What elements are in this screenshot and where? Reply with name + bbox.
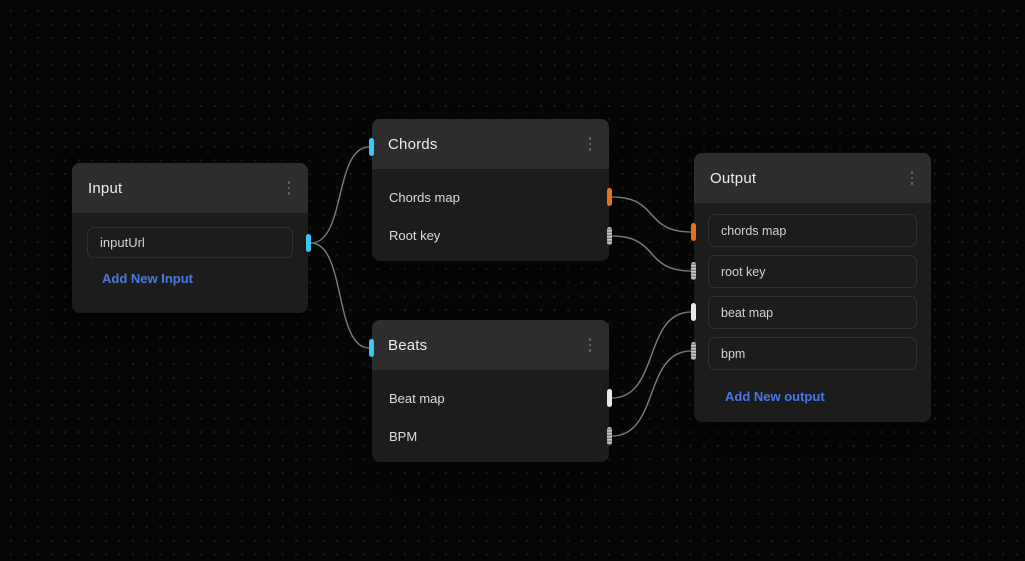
node-input-header[interactable]: Input: [72, 163, 308, 213]
input-url-field[interactable]: inputUrl: [87, 227, 293, 258]
port-chords-input[interactable]: [369, 138, 374, 156]
node-output: Output chords map root key beat map bpm …: [691, 153, 931, 422]
node-input: Input inputUrl Add New Input: [72, 163, 311, 313]
port-input-output[interactable]: [306, 234, 311, 252]
port-beats-input[interactable]: [369, 339, 374, 357]
port-beat-map-output[interactable]: [607, 389, 612, 407]
node-title: Beats: [388, 336, 428, 354]
port-chords-map-output[interactable]: [607, 188, 612, 206]
kebab-menu-icon[interactable]: [909, 167, 916, 189]
beat-map-field[interactable]: beat map: [708, 296, 917, 329]
node-title: Input: [88, 179, 123, 197]
bpm-field[interactable]: bpm: [708, 337, 917, 370]
root-key-field[interactable]: root key: [708, 255, 917, 288]
chords-map-row: Chords map: [389, 189, 460, 205]
node-output-header[interactable]: Output: [694, 153, 931, 203]
port-bpm-output[interactable]: [607, 427, 612, 445]
node-beats: Beats Beat map BPM: [369, 320, 612, 462]
node-title: Output: [710, 169, 757, 187]
port-root-key-output[interactable]: [607, 227, 612, 245]
beat-map-row: Beat map: [389, 390, 445, 406]
root-key-row: Root key: [389, 227, 441, 243]
node-beats-header[interactable]: Beats: [372, 320, 609, 370]
add-new-input-button[interactable]: Add New Input: [102, 271, 193, 286]
kebab-menu-icon[interactable]: [587, 133, 594, 155]
node-title: Chords: [388, 135, 438, 153]
add-new-output-button[interactable]: Add New output: [725, 389, 825, 404]
chords-map-field[interactable]: chords map: [708, 214, 917, 247]
port-output-bpm-input[interactable]: [691, 342, 696, 360]
port-output-root-key-input[interactable]: [691, 262, 696, 280]
kebab-menu-icon[interactable]: [587, 334, 594, 356]
port-output-beat-map-input[interactable]: [691, 303, 696, 321]
bpm-row: BPM: [389, 428, 418, 444]
port-output-chords-map-input[interactable]: [691, 223, 696, 241]
kebab-menu-icon[interactable]: [286, 177, 293, 199]
node-chords: Chords Chords map Root key: [369, 119, 612, 261]
node-chords-header[interactable]: Chords: [372, 119, 609, 169]
